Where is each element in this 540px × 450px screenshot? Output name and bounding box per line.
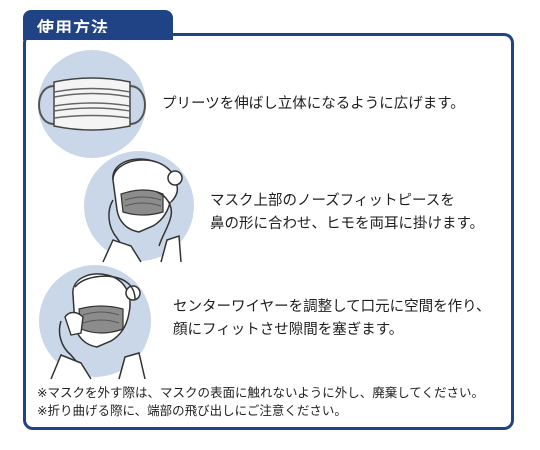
woman-adjust-mask-illustration	[39, 265, 151, 380]
step-2-text: マスク上部のノーズフィットピースを 鼻の形に合わせ、ヒモを両耳に掛けます。	[210, 193, 485, 232]
step-1-text: プリーツを伸ばし立体になるように広げます。	[162, 96, 465, 112]
mask-illustration	[38, 50, 146, 158]
woman-nose-wire-illustration	[84, 151, 194, 263]
note-2: ※折り曲げる際に、端部の飛び出しにご注意ください。	[37, 403, 347, 418]
instructions-panel	[23, 33, 514, 430]
note-1: ※マスクを外す際は、マスクの表面に触れないように外し、廃棄してください。	[37, 385, 484, 400]
step-3-text: センターワイヤーを調整して口元に空間を作り、 顔にフィットさせ隙間を塞ぎます。	[173, 299, 491, 338]
